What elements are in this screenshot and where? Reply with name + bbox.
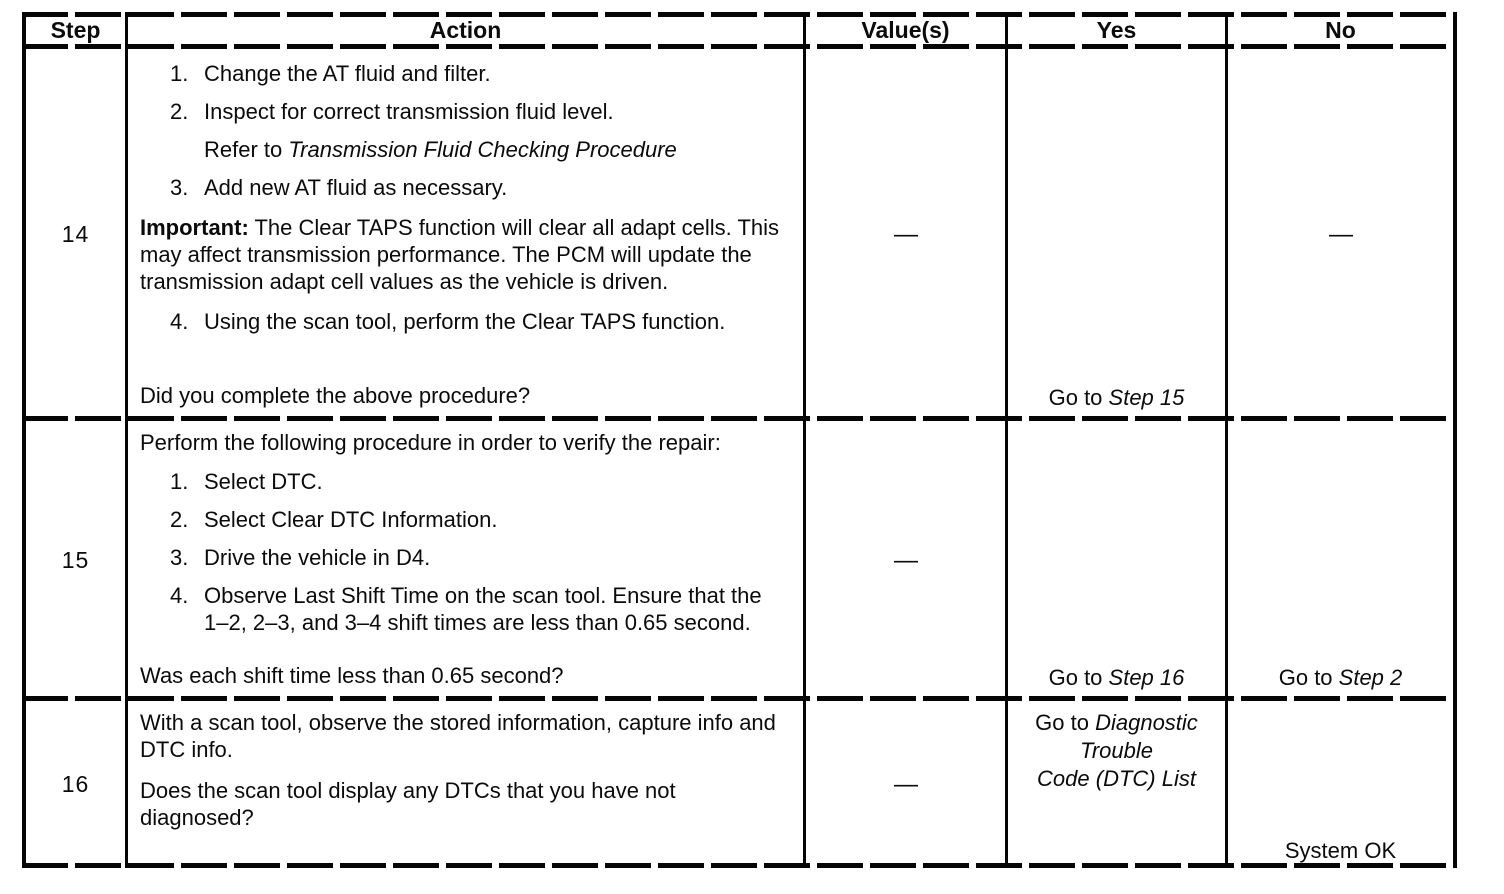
no-cell-16: System OK bbox=[1228, 700, 1453, 868]
goto-prefix: Go to bbox=[1035, 710, 1096, 735]
header-action: Action bbox=[128, 12, 806, 48]
goto-target: Diagnostic bbox=[1095, 710, 1198, 735]
reference-title: Transmission Fluid Checking Procedure bbox=[288, 137, 677, 162]
goto-instruction: Go to Step 2 bbox=[1279, 664, 1403, 691]
no-cell-14: — bbox=[1228, 48, 1453, 420]
step-number: 16 bbox=[61, 770, 90, 797]
goto-instruction: Go to Diagnostic bbox=[1035, 709, 1198, 737]
goto-target: Step 16 bbox=[1108, 665, 1185, 690]
list-number: 3. bbox=[170, 545, 189, 570]
list-text: Using the scan tool, perform the Clear T… bbox=[204, 309, 726, 334]
action-question: Does the scan tool display any DTCs that… bbox=[140, 778, 676, 830]
em-dash: — bbox=[894, 770, 918, 798]
header-values-label: Value(s) bbox=[861, 16, 950, 43]
yes-cell-14: Go to Step 15 bbox=[1008, 48, 1228, 420]
step-number: 14 bbox=[61, 220, 90, 247]
goto-target: Step 15 bbox=[1108, 385, 1185, 410]
reference-prefix: Refer to bbox=[204, 137, 289, 162]
goto-target: Code (DTC) List bbox=[1037, 766, 1196, 791]
header-no: No bbox=[1228, 12, 1453, 48]
goto-target: Step 2 bbox=[1338, 665, 1403, 690]
action-cell-15: Perform the following procedure in order… bbox=[128, 420, 806, 700]
goto-prefix: Go to bbox=[1048, 385, 1109, 410]
step-number: 15 bbox=[61, 546, 90, 573]
list-number: 4. bbox=[170, 583, 189, 608]
action-intro: Perform the following procedure in order… bbox=[140, 430, 721, 455]
list-number: 2. bbox=[170, 507, 189, 532]
list-text: Change the AT fluid and filter. bbox=[204, 61, 491, 86]
list-number: 3. bbox=[170, 175, 189, 200]
list-text: Select Clear DTC Information. bbox=[204, 507, 498, 532]
diagnostic-table: Step Action Value(s) Yes No 14 1. Change … bbox=[22, 12, 1457, 868]
action-list-item: 3. Add new AT fluid as necessary. bbox=[170, 174, 789, 201]
goto-instruction-line2: Trouble bbox=[1080, 737, 1153, 765]
action-list-item: 1. Select DTC. bbox=[170, 468, 789, 495]
list-number: 2. bbox=[170, 99, 189, 124]
no-cell-15: Go to Step 2 bbox=[1228, 420, 1453, 700]
action-list-item: 1. Change the AT fluid and filter. bbox=[170, 60, 789, 87]
important-note: Important: The Clear TAPS function will … bbox=[140, 214, 789, 295]
list-text: Inspect for correct transmission fluid l… bbox=[204, 99, 614, 124]
action-list-reference: Refer to Transmission Fluid Checking Pro… bbox=[204, 136, 789, 163]
goto-prefix: Go to bbox=[1278, 665, 1339, 690]
header-yes-label: Yes bbox=[1096, 16, 1137, 43]
action-list-item: 4. Observe Last Shift Time on the scan to… bbox=[170, 582, 789, 636]
list-text: Add new AT fluid as necessary. bbox=[204, 175, 508, 200]
header-values: Value(s) bbox=[806, 12, 1008, 48]
action-cell-14: 1. Change the AT fluid and filter. 2. Insp… bbox=[128, 48, 806, 420]
values-cell-15: — bbox=[806, 420, 1008, 700]
system-ok-text: System OK bbox=[1284, 838, 1397, 863]
goto-target: Trouble bbox=[1080, 738, 1153, 763]
header-step: Step bbox=[26, 12, 128, 48]
action-cell-16: With a scan tool, observe the stored inf… bbox=[128, 700, 806, 868]
list-number: 1. bbox=[170, 469, 189, 494]
action-list-item: 3. Drive the vehicle in D4. bbox=[170, 544, 789, 571]
values-cell-16: — bbox=[806, 700, 1008, 868]
action-paragraph: With a scan tool, observe the stored inf… bbox=[140, 710, 776, 762]
em-dash: — bbox=[894, 546, 918, 574]
list-number: 1. bbox=[170, 61, 189, 86]
step-cell-16: 16 bbox=[26, 700, 128, 868]
goto-instruction: Go to Step 16 bbox=[1049, 664, 1185, 691]
action-list-item: 2. Select Clear DTC Information. bbox=[170, 506, 789, 533]
goto-prefix: Go to bbox=[1048, 665, 1109, 690]
step-cell-15: 15 bbox=[26, 420, 128, 700]
action-question: Did you complete the above procedure? bbox=[140, 383, 531, 408]
header-yes: Yes bbox=[1008, 12, 1228, 48]
header-action-label: Action bbox=[429, 16, 502, 43]
em-dash: — bbox=[1329, 220, 1353, 248]
goto-instruction: Go to Step 15 bbox=[1049, 384, 1185, 411]
values-cell-14: — bbox=[806, 48, 1008, 420]
em-dash: — bbox=[894, 220, 918, 248]
goto-instruction-line3: Code (DTC) List bbox=[1037, 765, 1196, 793]
action-question: Was each shift time less than 0.65 secon… bbox=[140, 663, 564, 688]
important-label: Important: bbox=[140, 215, 249, 240]
list-number: 4. bbox=[170, 309, 189, 334]
action-list-item: 4. Using the scan tool, perform the Clear… bbox=[170, 308, 789, 335]
important-text: The Clear TAPS function will clear all a… bbox=[140, 215, 780, 294]
yes-cell-15: Go to Step 16 bbox=[1008, 420, 1228, 700]
list-text: Observe Last Shift Time on the scan tool… bbox=[204, 583, 762, 635]
header-step-label: Step bbox=[50, 16, 101, 43]
action-list-item: 2. Inspect for correct transmission fluid… bbox=[170, 98, 789, 125]
list-text: Drive the vehicle in D4. bbox=[204, 545, 431, 570]
list-text: Select DTC. bbox=[204, 469, 323, 494]
reference-text: Refer to Transmission Fluid Checking Pro… bbox=[204, 136, 789, 163]
step-cell-14: 14 bbox=[26, 48, 128, 420]
header-no-label: No bbox=[1325, 16, 1356, 43]
yes-cell-16: Go to Diagnostic Trouble Code (DTC) List bbox=[1008, 700, 1228, 868]
